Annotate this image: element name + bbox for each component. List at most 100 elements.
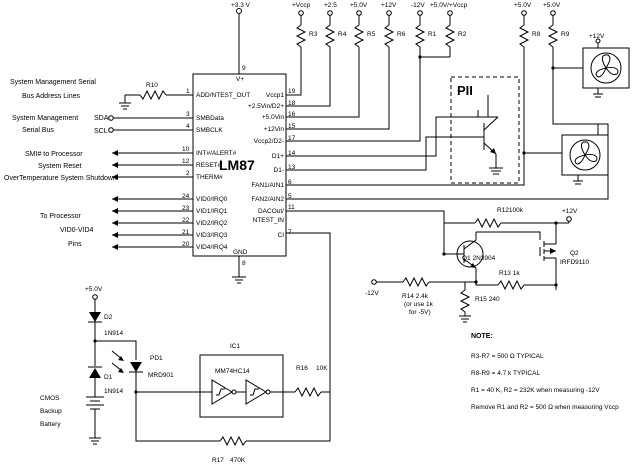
supply-fan-5b: +5.0V — [543, 2, 561, 9]
r1-label: R1 — [428, 31, 437, 38]
pin-name-vid0: VID0/IRQ0 — [196, 196, 228, 203]
chip-name: LM87 — [219, 157, 255, 173]
pin-name-smbclk: SMBCLK — [196, 127, 223, 134]
d2-label: D2 — [104, 314, 113, 321]
supply-terminals — [298, 10, 453, 16]
pin-num-2: 2 — [186, 170, 190, 177]
r3-label: R3 — [309, 31, 318, 38]
note-title: NOTE: — [471, 333, 493, 340]
r9-label: R9 — [561, 31, 570, 38]
chip-left-pins: ADD/NTEST_OUT SMBData SMBCLK INT#/ALERT#… — [196, 92, 250, 251]
pin-name-vccp1: Vccp1 — [266, 92, 284, 99]
supply-cmos-5: +5.0V — [85, 286, 103, 293]
pin-name-vid1: VID1/IRQ1 — [196, 208, 228, 215]
label-pins: Pins — [68, 241, 82, 248]
r16-value: 10K — [316, 365, 328, 372]
pin-num-3: 3 — [186, 111, 190, 118]
pin-name-vid3: VID3/IRQ3 — [196, 232, 228, 239]
pin-num-1: 1 — [186, 88, 190, 95]
pin-name-vccp2: Vccp2/D2- — [254, 138, 284, 145]
pin-num-17: 17 — [288, 135, 296, 142]
pin-9: 9 — [242, 65, 246, 72]
supply-q2-12: +12V — [562, 208, 578, 215]
pin-name-therm: THERM# — [196, 174, 223, 181]
pin-name-5v: +5.0Vin — [262, 114, 284, 121]
label-scl: SCL — [94, 128, 108, 135]
note-1: R3-R7 = 500 Ω TYPICAL — [471, 353, 544, 360]
supply-fan-12: +12V — [589, 33, 605, 40]
label-ots: OverTemperature System Shutdown — [4, 175, 117, 182]
label-system-reset: System Reset — [38, 163, 82, 170]
pin-num-19: 19 — [288, 88, 296, 95]
pin-name-dacout: DACOut/ — [258, 208, 284, 215]
d2-value: 1N914 — [104, 330, 124, 337]
pii-box — [450, 76, 520, 184]
pin-num-21: 21 — [182, 229, 190, 236]
pin-name-12v: +12Vin — [264, 126, 285, 133]
r2-label: R2 — [458, 31, 467, 38]
pin-name-ci: CI — [278, 232, 285, 239]
pii-label: PII — [457, 83, 473, 98]
chip-right-pin-numbers: 19 18 16 15 17 14 13 6 5 11 7 — [288, 88, 296, 236]
r14-label-3: for -5V) — [409, 309, 431, 316]
pin-8: 8 — [242, 260, 246, 267]
pin-name-d1minus: D1- — [274, 167, 284, 174]
r17-label: R17 — [212, 457, 224, 464]
pin-name-int: INT#/ALERT# — [196, 150, 237, 157]
pin-num-15: 15 — [288, 123, 296, 130]
d2-diode — [89, 312, 101, 322]
label-to-processor: To Processor — [40, 213, 82, 220]
supply-v12: +12V — [381, 2, 397, 9]
chip-left-pin-numbers: 1 3 4 10 12 2 24 23 22 21 20 — [182, 88, 190, 248]
pin-num-23: 23 — [182, 205, 190, 212]
ic1-box — [199, 354, 284, 418]
divider-resistors — [295, 15, 456, 48]
supply-bottom-m12: -12V — [365, 290, 379, 297]
d1-label: D1 — [104, 374, 113, 381]
r14-label-2: (or use 1k — [404, 301, 434, 308]
pin-name-fan1: FAN1/AIN1 — [251, 182, 284, 189]
label-smb-2: Serial Bus — [22, 127, 54, 134]
pin-name-add: ADD/NTEST_OUT — [196, 92, 250, 99]
pin-name-ntestin: NTEST_IN — [253, 217, 285, 224]
supply-v33: +3.3 V — [231, 2, 251, 9]
supply-vm12: -12V — [411, 2, 425, 9]
supply-v25: +2.5 — [324, 2, 337, 9]
q2-value: IRFD9110 — [560, 259, 590, 266]
note-3: R1 = 40 K, R2 = 232K when measuring -12V — [471, 387, 600, 394]
pin-num-12: 12 — [182, 158, 190, 165]
q2-label: Q2 — [570, 250, 579, 257]
pin-num-11: 11 — [288, 204, 295, 211]
supply-v50vccp: +5.0V/+Vccp — [430, 2, 468, 9]
pin-num-4: 4 — [186, 123, 190, 130]
pin-num-24: 24 — [182, 193, 190, 200]
label-bus-address-1: System Management Serial — [10, 79, 96, 86]
r10-label: R10 — [146, 82, 158, 89]
d1-value: 1N914 — [104, 388, 124, 395]
pin-num-22: 22 — [182, 217, 190, 224]
pin-num-14: 14 — [288, 150, 296, 157]
pin-name-fan2: FAN2/AIN2 — [251, 196, 284, 203]
cmos-label-1: CMOS — [40, 395, 60, 402]
pin-name-2v5: +2.5Vin/D2+ — [248, 103, 284, 110]
pin-num-13: 13 — [288, 164, 296, 171]
label-sda: SDA — [94, 115, 109, 122]
pin-name-vid2: VID2/IRQ2 — [196, 220, 228, 227]
pd1-label: PD1 — [150, 355, 163, 362]
r6-label: R6 — [397, 31, 406, 38]
v33-terminal — [236, 8, 242, 14]
pd1-photodiode — [130, 362, 142, 372]
label-vid: VID0-VID4 — [60, 227, 94, 234]
chip-vplus: V+ — [236, 76, 244, 83]
pin-num-5: 5 — [288, 193, 292, 200]
chip-right-pins: Vccp1 +2.5Vin/D2+ +5.0Vin +12Vin Vccp2/D… — [248, 92, 284, 239]
label-smb-1: System Management — [12, 115, 78, 122]
schmitt-inverters — [211, 379, 271, 405]
ic1-value: MM74HC14 — [215, 368, 250, 375]
r8-label: R8 — [532, 31, 541, 38]
r12-label: R12100k — [497, 207, 524, 214]
cmos-label-3: Battery — [40, 421, 61, 428]
pin-num-18: 18 — [288, 100, 296, 107]
pd1-value: MRD901 — [148, 372, 174, 379]
